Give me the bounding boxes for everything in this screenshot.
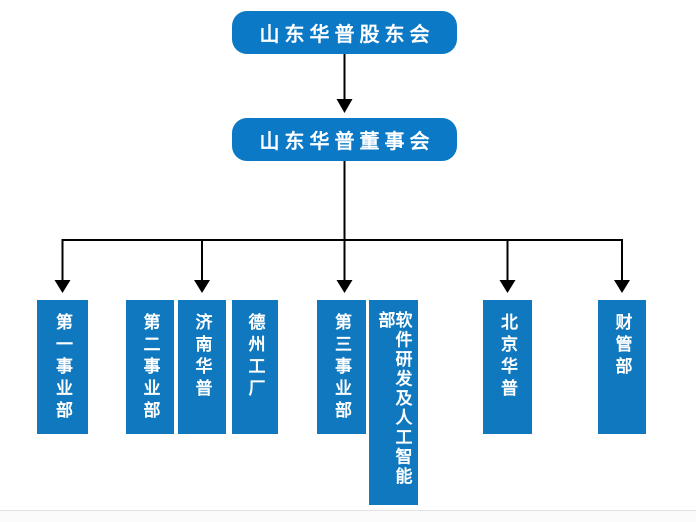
org-node-software-ai-dept: 软件研发及人工智能部: [369, 300, 418, 505]
arrowhead-board-icon: [336, 99, 353, 113]
org-node-board-of-directors: 山东华普董事会: [232, 118, 457, 161]
org-node-jinan-huapu-label: 济南华普: [192, 313, 212, 401]
org-node-shareholders-label: 山东华普股东会: [259, 24, 435, 46]
org-node-dezhou-factory: 德州工厂: [232, 300, 278, 434]
org-node-division-2-label: 第二事业部: [140, 313, 160, 423]
org-node-software-ai-dept-label: 软件研发及人工智能部: [375, 311, 412, 487]
org-node-beijing-huapu-label: 北京华普: [498, 313, 517, 401]
arrowhead-branch-3-icon: [336, 280, 353, 293]
org-node-division-3-label: 第三事业部: [332, 313, 351, 423]
arrowhead-branch-2-icon: [194, 280, 210, 293]
org-node-division-1-label: 第一事业部: [53, 313, 72, 423]
org-node-division-1: 第一事业部: [37, 300, 88, 434]
arrowhead-branch-1-icon: [54, 280, 71, 293]
org-node-jinan-huapu: 济南华普: [178, 300, 226, 434]
bottom-strip: [0, 511, 696, 522]
bottom-divider: [0, 510, 696, 511]
org-node-board-label: 山东华普董事会: [259, 131, 435, 153]
org-node-beijing-huapu: 北京华普: [483, 300, 532, 434]
arrowhead-branch-5-icon: [614, 280, 630, 293]
org-node-division-3: 第三事业部: [317, 300, 366, 434]
org-node-finance-dept-label: 财管部: [612, 313, 632, 379]
org-node-finance-dept: 财管部: [598, 300, 646, 434]
arrowhead-branch-4-icon: [499, 280, 516, 293]
org-node-division-2: 第二事业部: [126, 300, 174, 434]
org-node-dezhou-factory-label: 德州工厂: [245, 313, 265, 401]
org-node-shareholders-meeting: 山东华普股东会: [232, 11, 457, 54]
